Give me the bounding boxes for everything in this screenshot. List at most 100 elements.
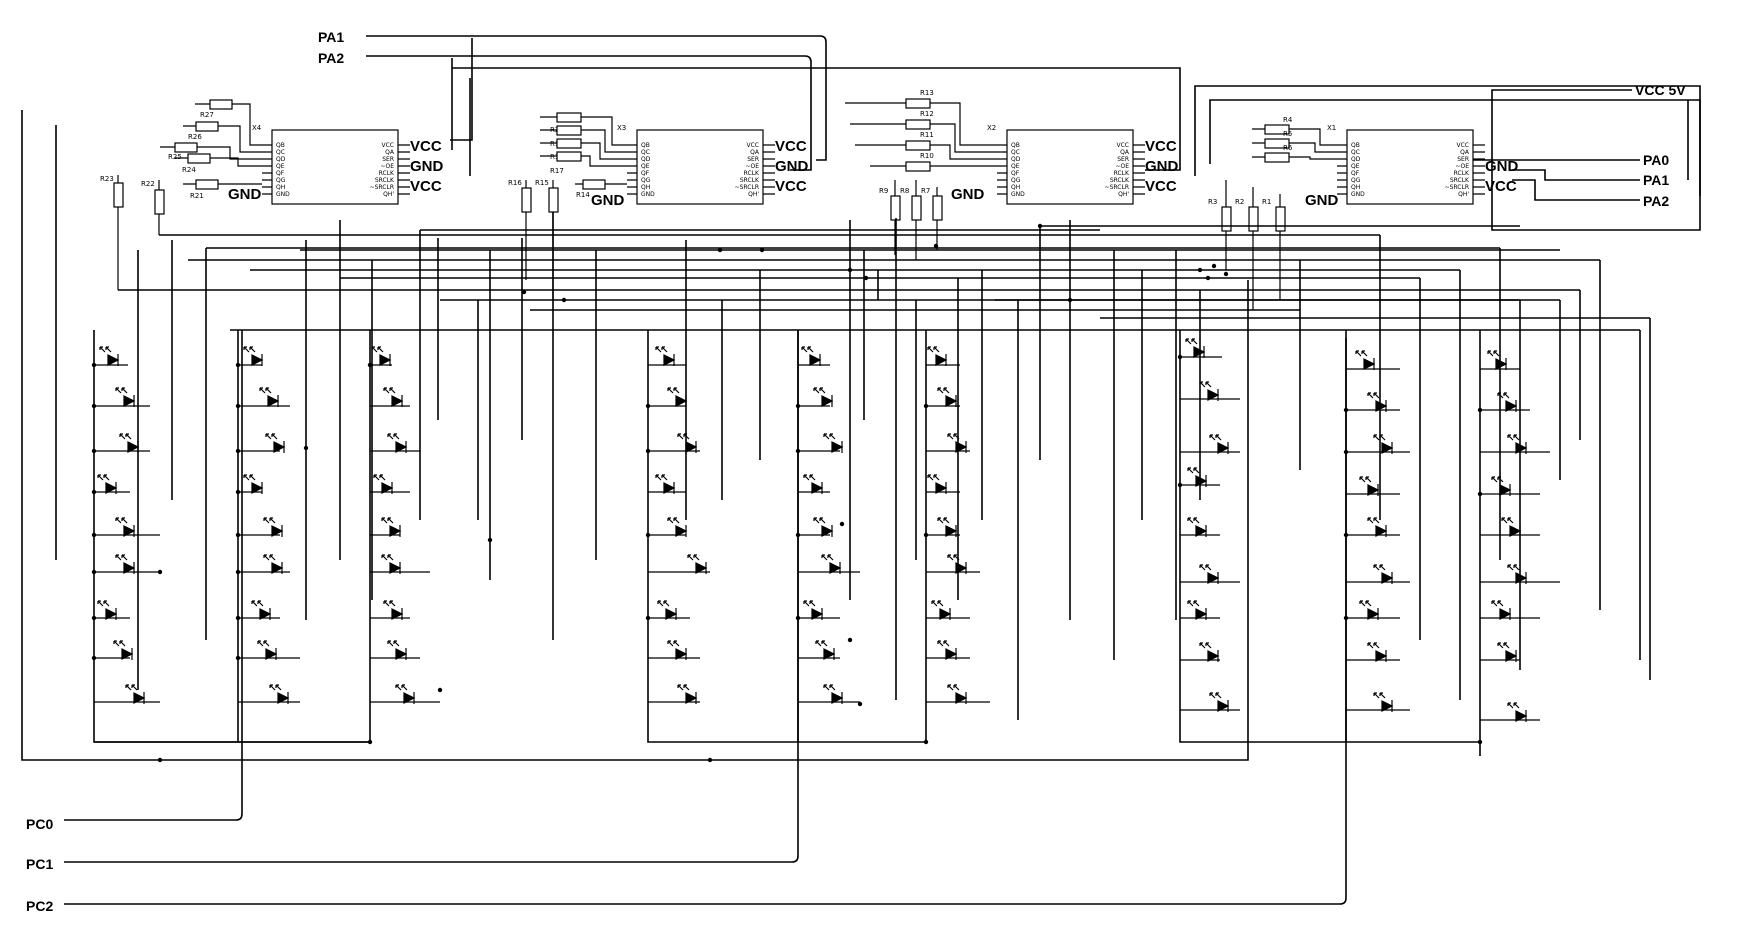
led-diode [803,474,823,495]
led-diode [655,474,675,495]
pin-label: QB [641,142,650,149]
led-diode [1367,517,1387,538]
resistor-label: R10 [920,152,934,160]
led-diode [803,600,823,621]
pin-label: SRCLK [375,177,395,184]
gnd-label: GND [1305,192,1339,209]
led-diode [1507,434,1527,455]
pin-label: QA [750,149,760,156]
resistor-label: R23 [100,175,114,183]
led-cube-frames [93,330,1481,756]
led-diode [947,554,967,575]
pin-label: QA [1460,149,1470,156]
gnd-label: GND [951,186,985,203]
pin-label: QH [1011,184,1020,191]
led-diode [115,387,135,408]
led-diode [927,474,947,495]
pin-label: QH' [748,191,759,198]
pin-label: QA [385,149,395,156]
led-diode [243,346,263,367]
resistor-label: R16 [508,179,522,187]
led-diode [383,600,403,621]
led-diode [1187,467,1207,488]
gnd-label: GND [775,158,809,175]
pin-label: ~OE [1115,163,1129,170]
pin-label: QF [1351,170,1360,177]
chip-ref-x2: X2 [987,124,996,132]
led-diode [937,387,957,408]
pin-label: QF [1011,170,1020,177]
led-diode [125,684,145,705]
pin-label: ~OE [1455,163,1469,170]
pin-label: RCLK [379,170,395,177]
pin-label: SER [747,156,759,163]
resistor-label: R24 [182,166,196,174]
led-diode [259,387,279,408]
pin-label: SRCLK [1450,177,1470,184]
led-diode [387,433,407,454]
pin-label: ~SRCLR [1105,184,1129,191]
led-diode [263,554,283,575]
led-diode [655,346,675,367]
pin-label: QE [1011,163,1020,170]
resistor-label: R25 [168,153,182,161]
led-diode [265,433,285,454]
led-diode [821,554,841,575]
pins-x4: QB QC QD QE QF QG QH GND VCC QA SER ~OE … [276,142,395,198]
led-diode [1209,434,1229,455]
led-diode [667,517,687,538]
resistors-x1: R4 R5 R6 R3 R2 R1 [1208,116,1337,310]
chip-x4: X4 [252,124,399,205]
resistor-label: R2 [1235,198,1244,206]
vcc-label: VCC [1145,178,1177,195]
led-diode [677,433,697,454]
led-diode [243,474,263,495]
port-pa1-top: PA1 [318,29,344,45]
pin-label: GND [276,191,290,198]
gnd-label: GND [591,192,625,209]
gnd-label: GND [1485,158,1519,175]
vcc-label: VCC [1145,138,1177,155]
pin-label: QH' [1458,191,1469,198]
led-diode [119,433,139,454]
led-diode [1491,476,1511,497]
led-diode [97,474,117,495]
led-diode [381,517,401,538]
vcc-label: VCC [775,138,807,155]
chip-x2: X2 [987,124,1134,205]
port-pc0: PC0 [26,816,53,832]
resistors-x3: R20 R19 R18 R17 R16 R15 R14 [508,112,627,300]
resistor-label: R9 [879,187,888,195]
led-diode [113,640,133,661]
resistor-label: R12 [920,110,934,118]
chip-pin-stubs [262,144,1485,195]
led-diode [1187,600,1207,621]
resistor-label: R27 [200,111,214,119]
pin-label: QC [1011,149,1020,156]
chip-x3: X3 [617,124,764,205]
pin-label: QE [1351,163,1360,170]
led-diode [381,554,401,575]
led-diode [947,433,967,454]
pin-label: QH [276,184,285,191]
control-bus-wires [21,35,1701,905]
led-diode [1507,702,1527,723]
led-diode [657,600,677,621]
port-pa2: PA2 [1643,193,1669,209]
gnd-label: GND [410,158,444,175]
led-diode [947,684,967,705]
pin-label: SRCLK [1110,177,1130,184]
led-diode [1359,476,1379,497]
pin-label: SER [1457,156,1469,163]
led-diode [1359,600,1379,621]
pin-label: SRCLK [740,177,760,184]
resistor-label: R5 [1283,130,1292,138]
pin-label: SER [382,156,394,163]
led-diode [1501,517,1521,538]
vcc-label: VCC [775,178,807,195]
led-diode [1373,434,1393,455]
led-diode [823,433,843,454]
led-diode [1199,564,1219,585]
pin-label: QA [1120,149,1130,156]
resistor-label: R21 [190,192,204,200]
